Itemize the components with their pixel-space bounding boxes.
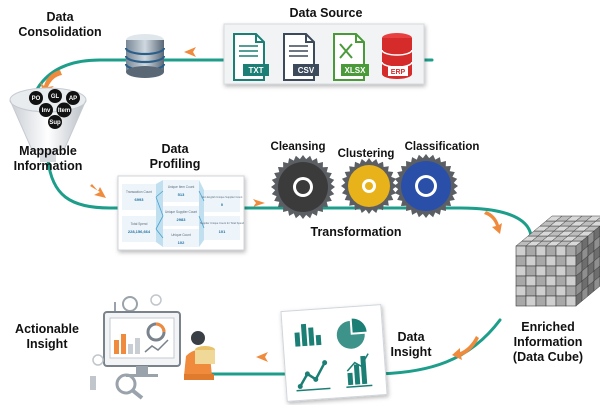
- label-line: Information: [13, 159, 83, 173]
- profile-cell-label: Non English Unique Supplier Count: [202, 195, 243, 199]
- label-line: Data: [161, 142, 189, 156]
- flow-arrow: [256, 352, 268, 362]
- label-line: Enriched: [521, 320, 575, 334]
- profile-cell-value: 228,156,664: [128, 229, 151, 234]
- bubble-sup: Sup: [49, 120, 61, 126]
- erp-database-icon: ERP: [381, 33, 413, 79]
- data-cube-icon: [515, 215, 600, 307]
- label-line: Actionable: [15, 322, 79, 336]
- label-transformation: Transformation: [310, 225, 402, 239]
- label-data-source: Data Source: [289, 6, 363, 20]
- label-cleansing: Cleansing: [270, 141, 326, 153]
- profile-cell-label: Unique Item Count: [168, 185, 195, 189]
- label-enriched-information: Enriched Information (Data Cube): [498, 320, 598, 365]
- charts-icon: [280, 304, 388, 402]
- profile-cell-value: 513: [178, 192, 185, 197]
- dashboard-person-icon: [90, 294, 215, 400]
- flow-arrow: [452, 336, 479, 360]
- label-data-profiling: Data Profiling: [130, 142, 220, 172]
- profile-cell-label: Unique Count: [171, 233, 191, 237]
- label-line: Data: [46, 10, 74, 24]
- bubble-ap: AP: [69, 96, 77, 102]
- label-classification: Classification: [404, 141, 480, 153]
- profile-cell-value: 2983: [177, 217, 187, 222]
- label-line: (Data Cube): [512, 350, 584, 364]
- bubble-gl: GL: [51, 94, 60, 100]
- txt-label: TXT: [248, 66, 263, 75]
- profile-cell-label: Supplier Unique Count for Total Spend: [200, 221, 245, 225]
- flow-arrow: [253, 199, 265, 207]
- clustering-gear-icon: [341, 158, 397, 214]
- label-line: Insight: [26, 337, 68, 351]
- label-clustering: Clustering: [337, 148, 395, 160]
- bubble-inv: Inv: [42, 108, 51, 114]
- funnel-icon: PO GL AP Inv Item Sup: [9, 87, 87, 162]
- profile-cell-label: Unique Supplier Count: [165, 210, 197, 214]
- profile-cell-label: Total Spend: [131, 222, 148, 226]
- flow-arrow: [484, 211, 502, 234]
- bubble-po: PO: [32, 96, 41, 102]
- xlsx-file-icon: XLSX: [333, 33, 369, 81]
- flow-arrow: [184, 47, 196, 57]
- label-line: Mappable: [19, 144, 77, 158]
- cleansing-gear-icon: [271, 155, 335, 219]
- profile-cell-value: 102: [178, 240, 185, 245]
- profile-cell-value: 0: [221, 202, 224, 207]
- csv-file-icon: CSV: [283, 33, 319, 81]
- profile-cell-value: 101: [219, 229, 226, 234]
- funnel-bubbles: PO GL AP Inv Item Sup: [29, 89, 80, 129]
- xlsx-label: XLSX: [345, 66, 367, 75]
- txt-file-icon: TXT: [233, 33, 269, 81]
- label-line: Profiling: [149, 157, 201, 171]
- database-stack-icon: [124, 34, 166, 78]
- profiling-card: Transaction Count 6993 Unique Item Count…: [117, 175, 245, 251]
- profile-cell-label: Transaction Count: [126, 190, 152, 194]
- label-mappable-information: Mappable Information: [0, 144, 96, 174]
- csv-label: CSV: [298, 66, 315, 75]
- flow-arrow: [90, 184, 106, 198]
- erp-label: ERP: [391, 69, 406, 76]
- label-line: Insight: [390, 345, 432, 359]
- label-line: Information: [513, 335, 583, 349]
- profile-cell-value: 6993: [135, 197, 145, 202]
- label-line: Data: [397, 330, 425, 344]
- data-source-panel: TXT CSV XLSX ERP: [223, 23, 425, 85]
- label-data-consolidation: Data Consolidation: [12, 10, 108, 40]
- classification-gear-icon: [394, 154, 458, 218]
- label-data-insight: Data Insight: [376, 330, 446, 360]
- bubble-item: Item: [58, 108, 70, 114]
- label-actionable-insight: Actionable Insight: [4, 322, 90, 352]
- label-line: Consolidation: [18, 25, 102, 39]
